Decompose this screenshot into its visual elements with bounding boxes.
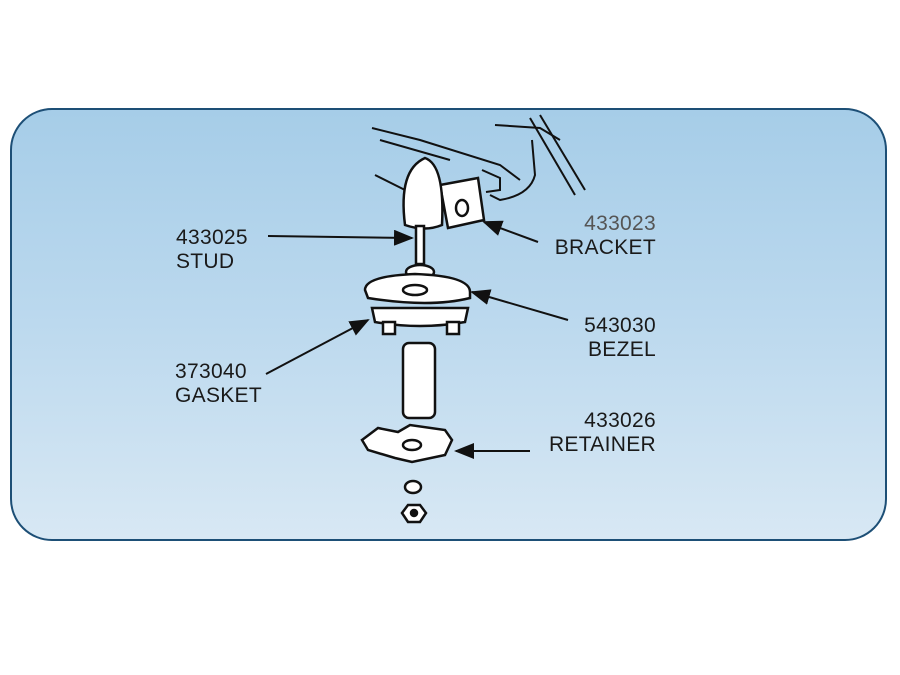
callout-stud: 433025 STUD: [176, 226, 248, 274]
part-name: RETAINER: [548, 433, 656, 456]
callout-bracket: 433023 BRACKET: [540, 212, 656, 260]
gasket-tab: [445, 320, 461, 336]
gasket-arrow: [265, 319, 370, 375]
part-name: BRACKET: [554, 236, 656, 259]
stud-shaft: [414, 224, 426, 266]
gasket-tab: [381, 320, 397, 336]
bracket-hole: [454, 198, 470, 218]
part-number: 543030: [584, 314, 656, 337]
stud-head: [402, 156, 444, 230]
part-number: 433023: [584, 212, 656, 235]
callout-bezel: 543030 BEZEL: [540, 314, 656, 362]
part-name: BEZEL: [587, 338, 656, 361]
part-number: 373040: [175, 360, 247, 383]
bezel-arrow: [470, 289, 569, 321]
stud-arrow: [267, 229, 414, 246]
part-name: GASKET: [175, 384, 262, 407]
part-name: STUD: [176, 250, 235, 273]
part-number: 433025: [176, 226, 248, 249]
lock-washer: [403, 479, 423, 495]
retainer-hole: [401, 438, 423, 452]
car-body-lines: [371, 114, 586, 202]
callout-retainer: 433026 RETAINER: [530, 409, 656, 457]
bezel-hole: [401, 283, 429, 297]
spacer-tube: [401, 341, 437, 420]
bracket-arrow: [482, 220, 539, 243]
callout-gasket: 373040 GASKET: [175, 360, 262, 408]
part-number: 433026: [584, 409, 656, 432]
